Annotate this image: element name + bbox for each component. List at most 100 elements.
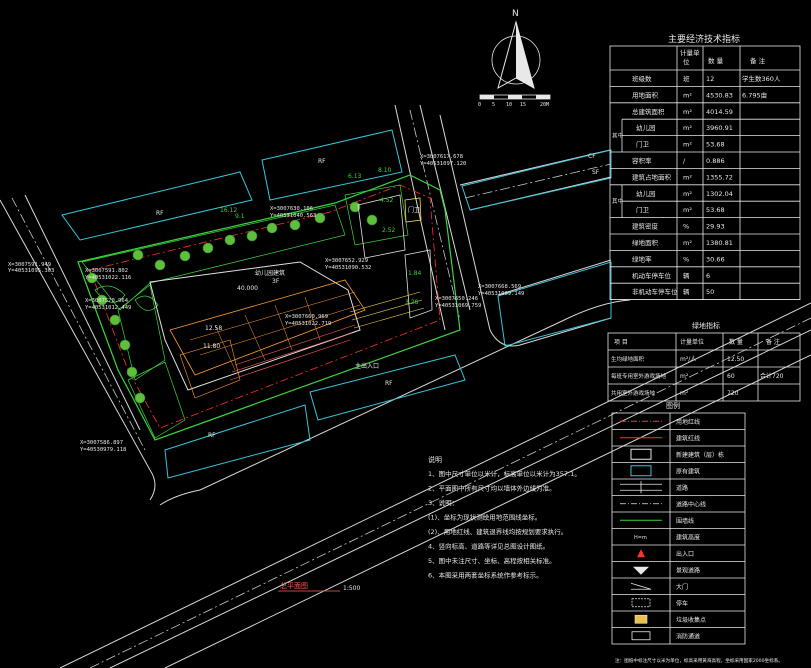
rf-3: RF [208,432,216,439]
legend-label-6: 围墙线 [676,517,694,525]
plan-scale: 1:500 [343,585,360,592]
north-label: N [512,9,519,19]
green-row-note-1: 合计720 [760,372,784,380]
bottom-note: 注：图纸中标注尺寸以米为单位，标高采用黄海高程，坐标采用国家2000坐标系。 [615,657,783,664]
coord-4: Y=40531040.563 [270,213,316,219]
green-row-unit-1: m² [680,373,689,380]
height-label: 11.80 [203,343,220,350]
notes-line-0: 1、图中尺寸单位以米计，标高单位以米计为357.1。 [428,469,581,478]
coord-2: Y=40531097.120 [420,161,466,167]
plan-title: 总平面图 [280,581,308,590]
notes: 说明 1、图中尺寸单位以米计，标高单位以米计为357.1。2、平面图中所有尺寸均… [428,455,581,580]
legend-label-1: 建筑红线 [676,434,700,442]
econ-row-unit-1: m² [683,91,692,99]
legend-label-5: 道路中心线 [676,500,706,508]
green-row-label-2: 共用室外游戏场地 [611,389,656,397]
coord-20: Y=40531022.719 [285,321,331,327]
econ-row-unit-4: m² [683,141,692,149]
econ-row-value-13: 50 [706,288,714,296]
legend-label-7: 建筑高度 [676,533,700,541]
green-header-item: 项 目 [614,339,628,346]
econ-row-value-3: 3960.91 [706,124,733,132]
econ-row-label-8: 门卫 [636,205,650,214]
coord-7: X=3007652.929 [325,258,368,264]
econ-header-note: 备 注 [750,56,766,65]
econ-row-value-1: 4530.83 [706,91,733,99]
notes-line-7: 6、本图采用两套坐标系统作参考标示。 [428,571,543,580]
econ-row-value-12: 6 [706,272,710,280]
notes-line-2: 3、说明： [428,498,458,507]
legend-label-2: 新建建筑（层）栋 [676,451,724,459]
scale-20: 20M [540,102,549,108]
legend-symbol-11 [631,598,651,608]
green-header-unit: 计量单位 [680,338,704,346]
legend-symbol-13 [631,631,651,641]
econ-row-value-6: 1355.72 [706,173,733,181]
legend-title: 图例 [666,401,680,410]
notes-line-3: (1)、坐标为现状测绘用地范围线坐标。 [428,513,541,522]
legend-label-0: 用地红线 [676,418,700,426]
coord-8: Y=40531090.532 [325,265,371,271]
road-cf: CF [588,153,596,160]
legend-symbol-2 [630,448,652,460]
legend-symbol-7: H=m [634,535,647,541]
green-row-value-2: 720 [727,390,739,397]
road-centerlines [11,109,811,668]
econ-row-value-5: 0.886 [706,157,725,165]
legend-symbol-4 [620,481,662,494]
floor-label: 3F [272,278,280,285]
green-table-title: 绿地指标 [692,321,720,330]
coord-19: X=3007660.969 [285,314,328,320]
scale-bar: 0 5 10 15 20M [478,94,551,108]
coord-14: Y=40530979.118 [80,447,126,453]
green-row-unit-0: m²/人 [680,356,696,363]
landscape-green [81,184,409,439]
coord-16: Y=40531069.759 [435,303,481,309]
legend-label-11: 停车 [676,599,688,607]
econ-row-unit-3: m² [683,124,692,132]
rf-4: RF [385,380,393,387]
econ-row-label-2: 总建筑面积 [632,107,665,116]
econ-row-unit-9: % [683,223,689,231]
econ-row-value-11: 30.66 [706,255,725,263]
coord-12: Y=40531012.449 [85,305,131,311]
green-header-qty: 数 量 [729,338,743,346]
north-arrow: N [491,9,541,90]
building-label: 幼儿园建筑 [255,269,285,277]
econ-row-value-8: 53.68 [706,206,725,214]
notes-line-6: 5、图中未注尺寸、坐标、高程按相关标准。 [428,556,556,565]
legend-symbol-9 [633,566,649,575]
coord-1: X=3007617.678 [420,154,463,160]
scale-5: 5 [492,102,495,108]
dim-2: 8.10 [378,167,392,174]
legend: 图例 H=m 用地红线建筑红线新建建筑（层）栋原有建筑道路道路中心线围墙线建筑高… [611,401,746,645]
econ-row-value-4: 53.68 [706,141,725,149]
econ-row-label-1: 用地面积 [632,90,659,99]
coord-10: Y=40531022.116 [85,275,131,281]
parking-area [349,291,425,329]
econ-row-unit-2: m² [683,108,692,116]
green-row-unit-2: m² [680,390,689,397]
econ-row-value-7: 1302.04 [706,190,733,198]
dim-7: 2.52 [382,227,396,234]
legend-label-13: 消防通道 [676,632,700,640]
dim-5: 9.1 [235,213,245,220]
coord-17: X=3007668.569 [478,284,521,290]
econ-row-label-6: 建筑占地面积 [632,172,672,181]
legend-symbol-10 [630,582,652,590]
plan-label: 总平面图 1:500 [278,581,360,592]
econ-header-unit-bottom: 位 [683,57,690,66]
legend-symbol-3 [630,465,652,477]
legend-symbol-8 [637,549,645,558]
econ-table-title: 主要经济技术指标 [668,33,740,45]
econ-row-label-10: 绿地面积 [632,238,659,247]
coord-11: X=3007570.964 [85,298,129,304]
legend-label-3: 原有建筑 [676,467,700,475]
coord-9: X=3007591.802 [85,268,128,274]
legend-label-9: 景观道路 [676,566,700,574]
econ-row-unit-6: m² [683,173,692,181]
econ-group1-label: 其中 [612,132,623,140]
econ-row-label-3: 幼儿园 [636,123,656,132]
